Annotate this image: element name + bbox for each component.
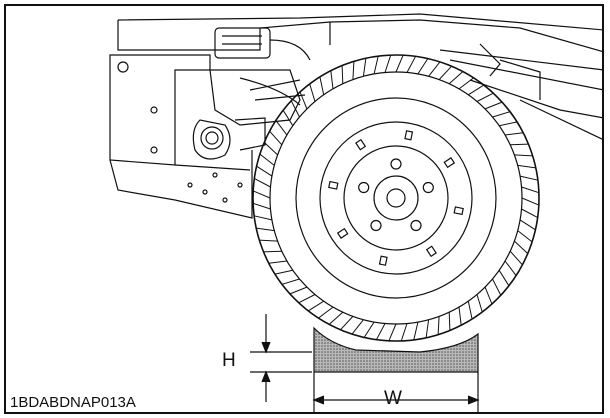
tire-tread-mark [318, 306, 334, 319]
rim-slot [328, 180, 339, 190]
tire-tread-mark [400, 323, 408, 342]
tire-tread-mark [263, 142, 278, 156]
tire-tread-mark [417, 58, 429, 75]
wheel-bolt [410, 219, 422, 232]
diagram-frame [4, 4, 604, 414]
tire-tread-mark [467, 301, 473, 320]
tire-tread-mark [252, 202, 271, 210]
tire-tread-mark [425, 319, 430, 338]
tire-tread-mark [259, 239, 278, 242]
tire-tread-mark [253, 190, 271, 199]
tire-tread-mark [492, 111, 511, 118]
tire-tread-mark [307, 300, 324, 312]
tire-tread-mark [406, 56, 417, 73]
rim-slot [336, 227, 349, 239]
tire-tread-mark [484, 286, 493, 305]
tire-tread-mark [299, 91, 308, 110]
tire-tread-mark [468, 84, 485, 96]
tire-tread-mark [274, 269, 293, 275]
tire-tread-mark [298, 294, 316, 304]
tire-tread-mark [388, 323, 397, 341]
tire-tread-mark [351, 319, 364, 335]
figure-id-label: 1BDABDNAP013A [10, 394, 136, 411]
tire-tread-mark [519, 175, 539, 181]
tire-tread-mark [476, 294, 483, 313]
tire-tread-mark [363, 321, 375, 338]
tire-tread-mark [428, 61, 441, 77]
dimension-height-label: H [222, 350, 236, 371]
tire-tread-mark [290, 100, 300, 118]
tire-tread-mark [330, 70, 334, 89]
tractor-body-outline [117, 13, 602, 140]
tire-tread-mark [289, 286, 308, 295]
tire-tread-mark [362, 58, 367, 77]
rim-slot [404, 130, 414, 141]
tire-tread-mark [373, 55, 379, 75]
tire-tread-mark [352, 61, 355, 80]
rim-slot [453, 206, 464, 216]
tire-tread-mark [413, 321, 419, 341]
tire-tread-mark [340, 316, 354, 331]
support-block [313, 326, 479, 373]
tire-tread-mark [253, 215, 273, 221]
tire-tread-mark [319, 76, 325, 95]
tire-tread-mark [254, 177, 271, 188]
tire-tread-mark [521, 197, 539, 206]
wheel-bolt [358, 181, 370, 194]
tire-tread-mark [256, 227, 275, 232]
tire-tread-mark [341, 65, 344, 84]
tire-tread-mark [438, 65, 452, 80]
tire-tread-mark [521, 208, 538, 219]
tire-tread-mark [484, 101, 503, 110]
tire-tread-mark [498, 270, 510, 287]
dimension-lines [250, 314, 480, 412]
tire-tread-mark [256, 165, 273, 177]
tire-tread-mark [275, 120, 288, 136]
tire-tread-mark [505, 132, 524, 136]
rim-slot [355, 138, 367, 151]
tire-tread-mark [517, 164, 536, 169]
dimension-width-label: W [384, 388, 402, 409]
tire-tread-mark [499, 121, 518, 127]
tire-tread-mark [448, 312, 451, 331]
tire-tread-mark [268, 260, 287, 264]
tire-tread-mark [375, 323, 386, 340]
tire-tread-mark [282, 109, 294, 126]
tire-tread-mark [492, 278, 502, 296]
tire-tread-mark [309, 83, 316, 102]
rim-slot [425, 245, 437, 258]
tire-tread-mark [517, 230, 533, 243]
tire-tread-mark [263, 250, 282, 253]
rim-slot [443, 157, 456, 169]
wheel-rim [295, 97, 497, 299]
tire-tread-mark [476, 92, 494, 102]
rim-slot [378, 255, 388, 266]
tire-tread-mark [328, 311, 344, 325]
tire-tread-mark [259, 153, 275, 166]
tire-tread-mark [281, 278, 300, 285]
tire-tread-mark [384, 54, 392, 73]
tire-tread-mark [395, 55, 404, 73]
tire-tread-mark [509, 250, 523, 266]
tire-tread-mark [269, 130, 283, 146]
tire-tread-mark [448, 71, 464, 85]
tire [252, 54, 540, 342]
tire-tread-mark [504, 260, 517, 276]
wheel-bolt [370, 219, 382, 232]
tire-tread-mark [458, 307, 462, 326]
tire-tread-mark [514, 240, 529, 254]
engine-side-panel [109, 54, 253, 219]
wheel-bolt [422, 181, 434, 194]
tire-tread-mark [521, 186, 540, 194]
tire-tread-mark [437, 316, 440, 335]
tire-tread-mark [458, 77, 474, 90]
wheel-bolt [390, 158, 402, 170]
tire-tread-mark [519, 219, 536, 231]
tire-tread-mark [510, 143, 529, 146]
axle-components [192, 27, 311, 160]
tire-tread-mark [514, 154, 533, 157]
